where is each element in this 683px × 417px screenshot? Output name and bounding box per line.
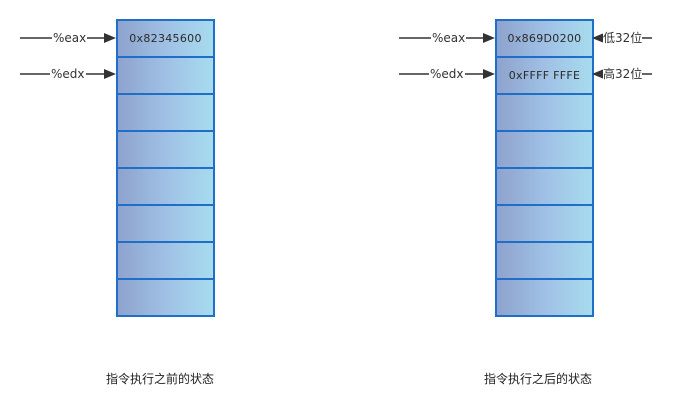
memory-cell — [118, 169, 213, 206]
memory-stack-before: 0x82345600 — [116, 19, 215, 317]
register-label-eax: %eax — [52, 31, 88, 45]
low-bits-label: 低32位 — [603, 31, 643, 45]
memory-cell: 0x869D0200 — [497, 21, 592, 58]
memory-cell — [118, 280, 213, 315]
register-label-eax: %eax — [431, 31, 467, 45]
memory-cell — [497, 95, 592, 132]
memory-cell — [118, 206, 213, 243]
memory-cell — [497, 169, 592, 206]
memory-cell — [118, 95, 213, 132]
register-label-edx: %edx — [429, 67, 465, 81]
memory-cell — [118, 58, 213, 95]
high-bits-label: 高32位 — [603, 67, 643, 81]
caption-before: 指令执行之前的状态 — [106, 372, 215, 386]
memory-cell — [118, 243, 213, 280]
memory-cell: 0xFFFF FFFE — [497, 58, 592, 95]
memory-stack-after: 0x869D0200 0xFFFF FFFE — [495, 19, 594, 317]
memory-cell — [497, 280, 592, 315]
memory-cell — [497, 206, 592, 243]
memory-cell — [497, 132, 592, 169]
memory-cell — [497, 243, 592, 280]
memory-cell: 0x82345600 — [118, 21, 213, 58]
memory-cell — [118, 132, 213, 169]
caption-after: 指令执行之后的状态 — [484, 372, 593, 386]
register-label-edx: %edx — [50, 67, 86, 81]
